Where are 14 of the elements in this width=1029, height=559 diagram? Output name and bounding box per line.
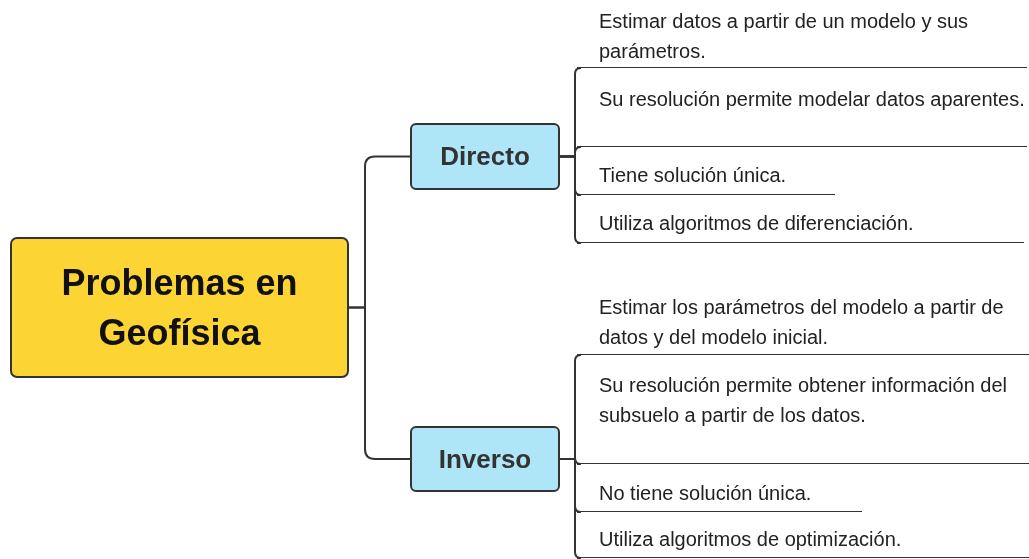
topic-box: Problemas en Geofísica — [10, 237, 349, 378]
subtopic-text: Tiene solución única. — [577, 156, 835, 195]
subtopic-text: Estimar los parámetros del modelo a partir de datos y del modelo inicial. — [577, 288, 1029, 355]
connector-line — [348, 306, 411, 460]
subtopic-box: Inverso — [410, 426, 560, 492]
subtopic-text: Utiliza algoritmos de diferenciación. — [577, 204, 1024, 243]
connector-line — [559, 155, 582, 244]
subtopic-text: Su resolución permite obtener información del subsuelo a partir de los datos. — [577, 366, 1029, 464]
subtopic-text: Estimar datos a partir de un modelo y sus parámetros. — [577, 2, 1027, 68]
subtopic-box: Directo — [410, 123, 560, 190]
connector-line — [559, 458, 582, 559]
subtopic-text: Su resolución permite modelar datos aparentes. — [577, 80, 1027, 147]
subtopic-text: Utiliza algoritmos de optimización. — [577, 520, 1029, 558]
subtopic-text: No tiene solución única. — [577, 474, 862, 512]
